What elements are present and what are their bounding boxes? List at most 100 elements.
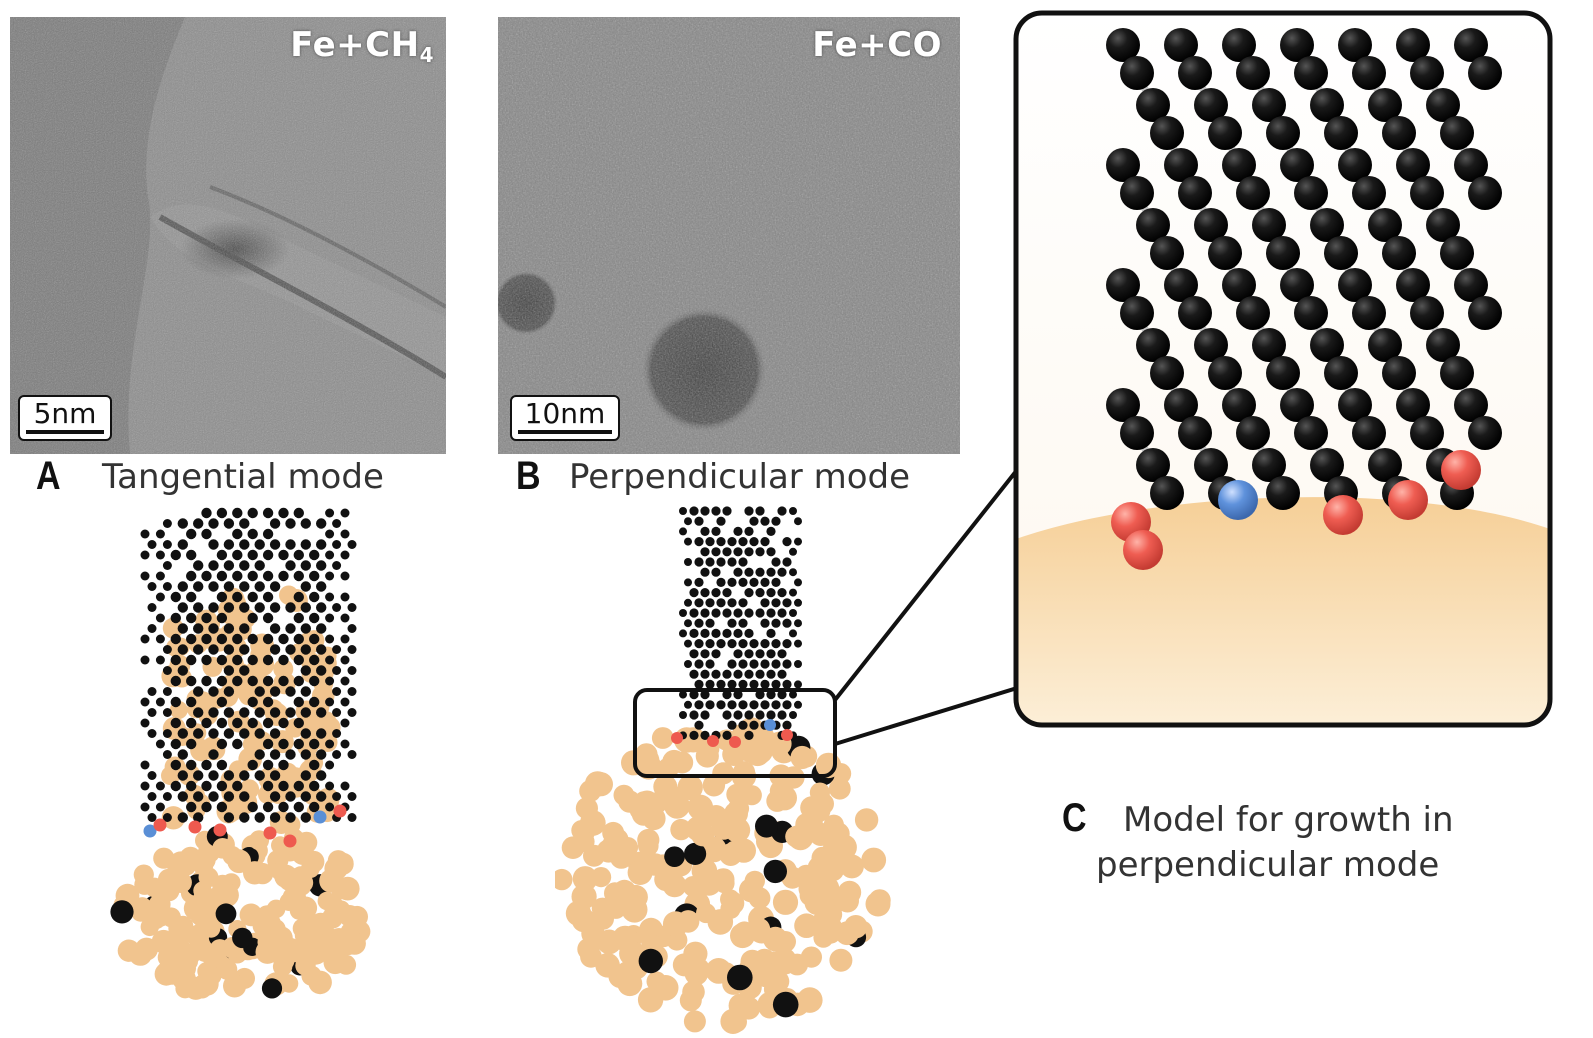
carbon-atom bbox=[325, 508, 335, 518]
carbon-atom bbox=[147, 729, 157, 738]
carbon-atom bbox=[727, 557, 737, 567]
carbon-atom bbox=[223, 812, 235, 823]
iron-atom bbox=[580, 945, 602, 968]
carbon-atom bbox=[1252, 88, 1286, 122]
carbon-atom bbox=[247, 654, 258, 666]
iron-atom bbox=[664, 846, 685, 867]
carbon-atom bbox=[309, 738, 320, 750]
carbon-atom bbox=[186, 780, 197, 792]
carbon-atom bbox=[749, 516, 759, 526]
tem-image-a: Fe+CH4 5nm bbox=[10, 17, 446, 454]
iron-atom bbox=[162, 617, 184, 639]
iron-atom bbox=[183, 896, 208, 921]
carbon-atom bbox=[1136, 208, 1170, 242]
carbon-atom bbox=[247, 570, 258, 582]
carbon-atom bbox=[262, 696, 274, 708]
carbon-atom bbox=[269, 518, 281, 529]
carbon-atom bbox=[744, 710, 754, 720]
carbon-atom bbox=[155, 697, 165, 707]
iron-atom bbox=[651, 727, 674, 749]
carbon-atom bbox=[738, 700, 748, 710]
iron-atom bbox=[844, 915, 868, 939]
carbon-atom bbox=[300, 518, 311, 529]
carbon-atom bbox=[340, 655, 350, 665]
carbon-atom bbox=[794, 680, 802, 689]
carbon-atom bbox=[239, 518, 250, 529]
carbon-atom bbox=[300, 623, 311, 634]
carbon-atom bbox=[332, 666, 342, 675]
carbon-atom bbox=[208, 644, 219, 655]
oxygen-atom bbox=[333, 804, 347, 818]
carbon-atom bbox=[162, 687, 172, 696]
carbon-atom bbox=[325, 529, 335, 539]
carbon-atom bbox=[722, 608, 732, 618]
carbon-atom bbox=[332, 708, 342, 717]
carbon-atom bbox=[694, 720, 704, 730]
scale-bar-a: 5nm bbox=[18, 395, 112, 441]
carbon-atom bbox=[223, 581, 235, 592]
carbon-atom bbox=[1106, 28, 1140, 62]
carbon-atom bbox=[689, 669, 699, 679]
iron-atom bbox=[572, 866, 598, 892]
carbon-atom bbox=[193, 770, 204, 781]
carbon-atom bbox=[744, 649, 754, 659]
carbon-atom bbox=[760, 537, 770, 547]
carbon-atom bbox=[262, 801, 274, 813]
carbon-atom bbox=[332, 792, 342, 801]
carbon-atom bbox=[193, 791, 204, 802]
carbon-atom bbox=[300, 560, 311, 571]
carbon-atom bbox=[789, 690, 797, 699]
carbon-atom bbox=[170, 780, 181, 792]
carbon-atom bbox=[766, 547, 776, 557]
carbon-atom bbox=[332, 561, 342, 570]
carbon-atom bbox=[177, 749, 188, 760]
carbon-atom bbox=[777, 710, 787, 720]
carbon-atom bbox=[684, 558, 692, 566]
carbon-atom bbox=[777, 690, 787, 700]
carbon-atom bbox=[771, 598, 781, 608]
carbon-atom bbox=[766, 669, 776, 679]
carbon-atom bbox=[1454, 388, 1488, 422]
carbon-atom bbox=[794, 537, 802, 546]
carbon-atom bbox=[147, 771, 157, 780]
iron-atom bbox=[555, 868, 573, 891]
iron-particle-b bbox=[555, 717, 891, 1034]
carbon-atom bbox=[216, 612, 228, 624]
carbon-atom bbox=[782, 598, 792, 608]
carbon-atom bbox=[727, 639, 737, 649]
iron-atom bbox=[755, 814, 778, 838]
carbon-atom bbox=[1440, 116, 1474, 150]
carbon-atom bbox=[223, 686, 235, 697]
carbon-atom bbox=[1106, 268, 1140, 302]
iron-atom bbox=[837, 880, 862, 905]
oxygen-atom bbox=[781, 729, 793, 741]
carbon-atom bbox=[694, 618, 704, 628]
iron-atom bbox=[861, 847, 887, 873]
iron-atom bbox=[596, 839, 621, 863]
iron-atom bbox=[602, 821, 625, 844]
iron-atom bbox=[763, 859, 787, 884]
carbon-atom bbox=[711, 628, 721, 638]
carbon-atom bbox=[794, 639, 802, 648]
carbon-atom bbox=[347, 750, 357, 759]
carbon-atom bbox=[300, 749, 311, 760]
carbon-atom bbox=[1294, 56, 1328, 90]
carbon-atom bbox=[170, 759, 181, 771]
carbon-atom bbox=[155, 592, 165, 602]
carbon-atom bbox=[789, 568, 797, 577]
carbon-atom bbox=[1440, 356, 1474, 390]
carbon-atom bbox=[155, 634, 165, 644]
carbon-atom bbox=[738, 639, 748, 649]
carbon-atom bbox=[738, 577, 748, 587]
carbon-atom bbox=[1310, 448, 1344, 482]
carbon-atom bbox=[738, 659, 748, 669]
carbon-atom bbox=[694, 598, 704, 608]
iron-atom bbox=[193, 973, 214, 994]
carbon-atom bbox=[777, 567, 787, 577]
oxygen-atom bbox=[1323, 495, 1363, 535]
nitrogen-atom bbox=[143, 824, 157, 838]
carbon-atom bbox=[1120, 416, 1154, 450]
iron-atom bbox=[281, 867, 301, 887]
carbon-atom bbox=[689, 506, 699, 516]
carbon-atom bbox=[771, 557, 781, 567]
